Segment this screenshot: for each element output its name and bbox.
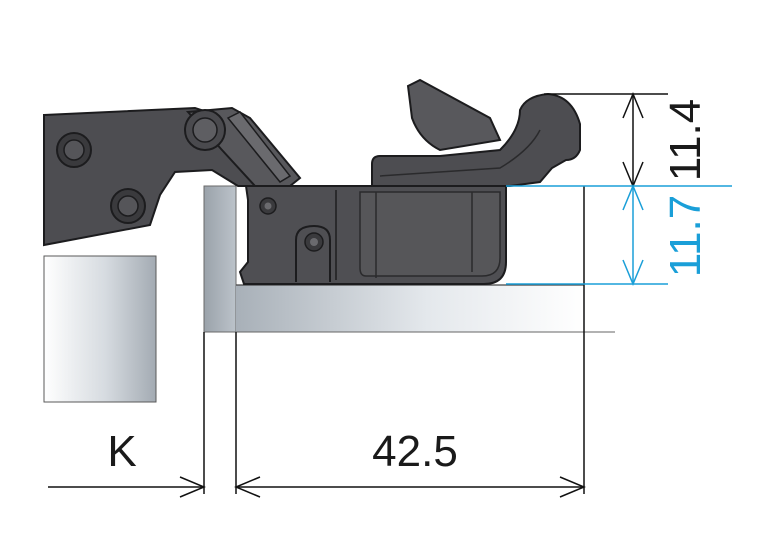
width-label: 42.5: [372, 427, 458, 476]
pivot-pin-icon: [192, 117, 218, 143]
width-left-arrow-icon: [234, 476, 261, 498]
top-height-label: 11.4: [661, 99, 710, 181]
k-arrow-icon: [179, 476, 206, 498]
spring-lever: [226, 111, 292, 183]
cabinet-side-panel: [43, 255, 157, 403]
hinge-clip: [371, 92, 581, 187]
door-panel: [236, 285, 584, 332]
bottom-height-label: 11.7: [661, 195, 710, 277]
width-right-arrow-icon: [559, 476, 586, 498]
bottom-height-up-arrow-icon: [622, 184, 644, 211]
hinge-cup-inner: [359, 191, 501, 277]
bottom-height-down-arrow-icon: [622, 259, 644, 286]
top-height-up-arrow-icon: [622, 92, 644, 119]
clip-ridge: [379, 129, 541, 177]
k-label: K: [107, 427, 136, 476]
mounting-screw-icon: [264, 202, 272, 210]
arm-hole-icon: [63, 139, 85, 161]
adjuster-screw-icon: [310, 238, 318, 246]
arm-hole-icon: [117, 195, 139, 217]
adjuster-slot: [295, 224, 331, 282]
door-edge: [203, 185, 237, 333]
release-lever: [406, 78, 502, 152]
